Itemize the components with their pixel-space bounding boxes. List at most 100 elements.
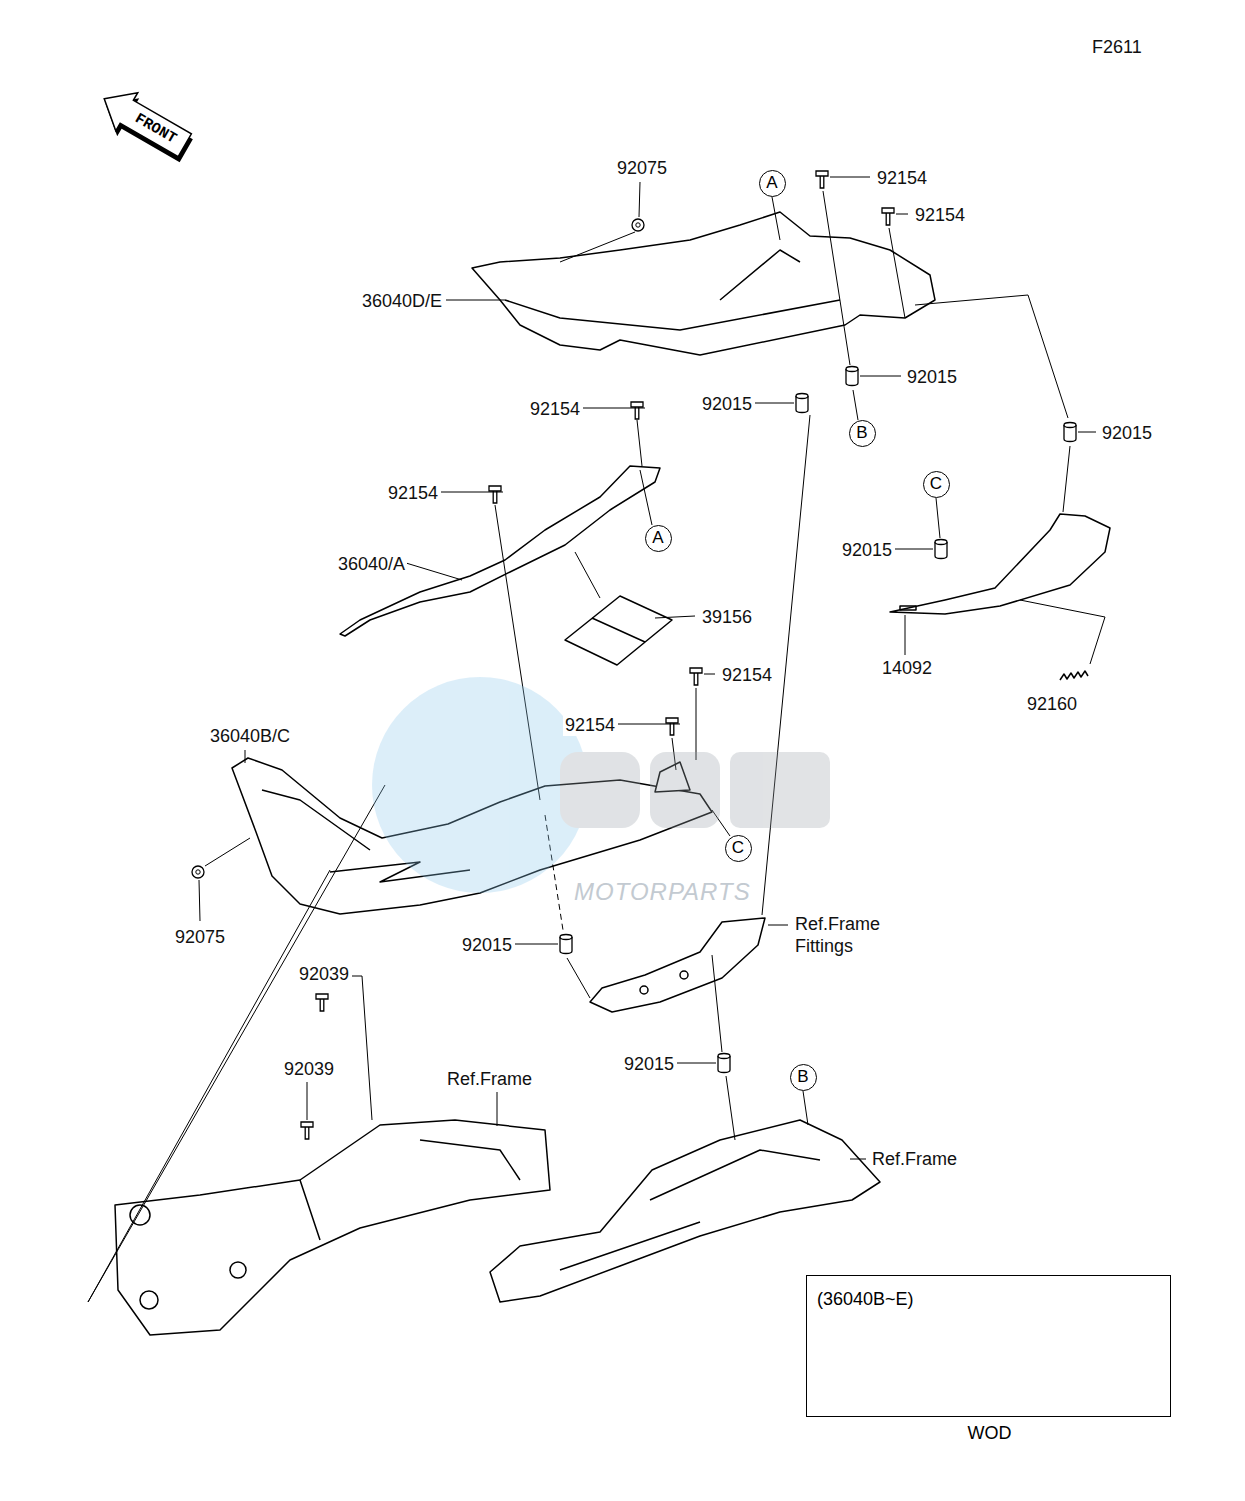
leader-line (1020, 600, 1105, 664)
node-text: A (652, 529, 663, 547)
watermark-logo (372, 677, 830, 893)
nut (632, 219, 644, 231)
bolt (882, 208, 894, 225)
leader-line (850, 1159, 866, 1160)
bolt (666, 718, 678, 735)
hardware (192, 171, 1076, 1139)
leader-line (803, 1091, 808, 1125)
reference-letter: B (790, 1064, 817, 1091)
part-number: 39156 (700, 606, 754, 628)
bolt (816, 171, 828, 188)
leader-line (88, 785, 385, 1302)
reference-letter: B (849, 420, 876, 447)
collar (718, 1054, 730, 1073)
frame-fitting-holes (640, 971, 688, 994)
part-number: 92015 (905, 366, 959, 388)
collar (935, 540, 947, 559)
part-number: 92154 (913, 204, 967, 226)
leader-line (905, 615, 906, 655)
leader-line (772, 197, 780, 240)
watermark-letter (560, 752, 640, 828)
node-text: (36040B~E) (817, 1288, 914, 1310)
collar (560, 935, 572, 954)
front-arrow: FRONT (94, 80, 197, 165)
part-number: 92075 (173, 926, 227, 948)
reference-note: Ref.Frame Fittings (793, 913, 897, 957)
bolt (690, 668, 702, 685)
node-text: C (732, 839, 744, 857)
reference-note: Ref.Frame (870, 1148, 959, 1170)
bolt (631, 402, 643, 419)
part-number: 36040B/C (208, 725, 292, 747)
part-number: 92160 (1025, 693, 1079, 715)
leader-line (575, 552, 695, 618)
leader-line (406, 563, 462, 580)
leader-line (640, 470, 652, 525)
part-number: 92015 (1100, 422, 1154, 444)
leader-lines (88, 177, 1105, 1302)
bolt (301, 1122, 313, 1139)
leader-line (677, 955, 735, 1140)
main-frame (115, 1120, 550, 1335)
pad-block (565, 596, 672, 665)
frame-fitting (590, 918, 765, 1012)
reference-letter: C (725, 835, 752, 862)
watermark-letter (650, 752, 720, 828)
collar (1064, 423, 1076, 442)
leader-line (352, 976, 372, 1120)
leader-line (497, 1092, 498, 1126)
leader-line (245, 750, 246, 763)
watermark-globe (372, 677, 588, 893)
leader-line (560, 182, 640, 262)
part-number: 92039 (282, 1058, 336, 1080)
leader-line (895, 549, 933, 550)
part-number: 92015 (840, 539, 894, 561)
part-number: 92154 (386, 482, 440, 504)
upper-seat-cover-detail (505, 250, 840, 330)
bracket-slot (900, 606, 916, 610)
part-number: 92039 (297, 963, 351, 985)
bracket (890, 514, 1110, 614)
reference-letter: A (645, 525, 672, 552)
nut (192, 866, 204, 878)
upper-seat-cover (472, 212, 935, 355)
leader-line (889, 214, 908, 318)
collar (846, 367, 858, 386)
part-number: 14092 (880, 657, 934, 679)
leader-line (446, 300, 505, 301)
part-number: 92015 (622, 1053, 676, 1075)
part-number: 92015 (700, 393, 754, 415)
leader-line (768, 925, 788, 926)
node-text: C (930, 475, 942, 493)
main-frame-detail (130, 1140, 520, 1309)
leader-line (853, 390, 858, 420)
node-text: A (766, 174, 777, 192)
part-number: 92154 (563, 714, 617, 736)
watermark-letter (730, 752, 830, 828)
node-text: B (797, 1068, 808, 1086)
part-number: 92075 (615, 157, 669, 179)
rear-frame-detail (560, 1150, 820, 1270)
leader-line (860, 376, 901, 377)
watermark: MOTORPARTS (572, 878, 753, 906)
bolt (316, 994, 328, 1011)
spring (1060, 671, 1088, 680)
leader-line (199, 838, 250, 921)
collar (796, 394, 808, 413)
leader-line (696, 674, 715, 760)
reference-letter: A (759, 170, 786, 197)
arrow-body (94, 80, 197, 165)
bolt (489, 486, 501, 503)
node-caption: WOD (968, 1422, 1012, 1444)
leader-line (583, 408, 645, 466)
part-number: 92015 (460, 934, 514, 956)
leader-line (936, 498, 940, 538)
leader-line (515, 944, 590, 998)
part-number: 36040/A (336, 553, 407, 575)
inset-box: (36040B~E)WOD (806, 1275, 1171, 1417)
part-number: 92154 (720, 664, 774, 686)
reference-letter: C (923, 471, 950, 498)
leader-line (307, 1082, 308, 1120)
reference-note: Ref.Frame (445, 1068, 534, 1090)
